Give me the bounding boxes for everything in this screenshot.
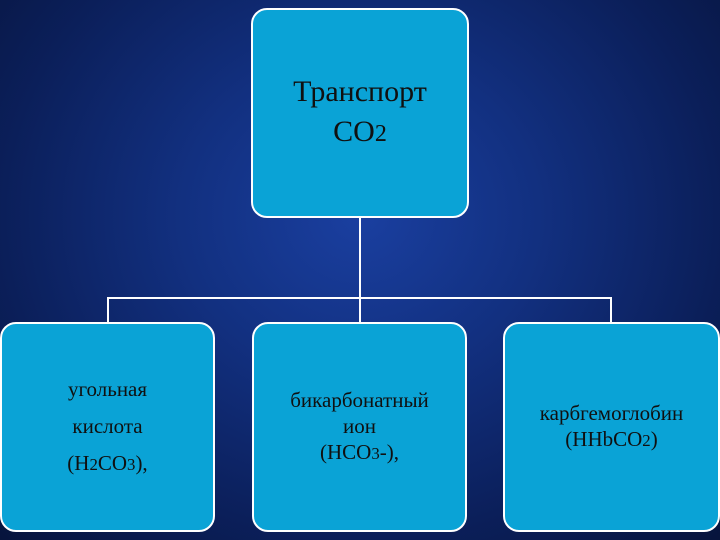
connector-child-2: [359, 297, 361, 323]
connector-root-down: [359, 218, 361, 298]
node-carbhemoglobin: карбгемоглобин (HHbCO2): [503, 322, 720, 532]
connector-child-1: [107, 297, 109, 323]
node-2-line-1: бикарбонатный: [290, 388, 429, 412]
node-2-line-2: ион: [343, 414, 376, 438]
node-carbonic-acid: угольная кислота (H2CO3),: [0, 322, 215, 532]
node-2-formula: (HCO3-),: [320, 440, 399, 464]
node-root-line-2: CO2: [333, 115, 387, 148]
node-bicarbonate-ion: бикарбонатный ион (HCO3-),: [252, 322, 467, 532]
node-1-formula: (H2CO3),: [67, 451, 148, 475]
node-1-line-2: кислота: [72, 414, 143, 438]
node-1-line-1: угольная: [67, 377, 148, 401]
node-root-line-1: Транспорт: [293, 75, 427, 108]
node-3-formula: (HHbCO2): [565, 427, 658, 451]
node-3-line-1: карбгемоглобин: [539, 401, 684, 425]
connector-child-3: [610, 297, 612, 323]
node-co2-transport: Транспорт CO2: [251, 8, 469, 218]
